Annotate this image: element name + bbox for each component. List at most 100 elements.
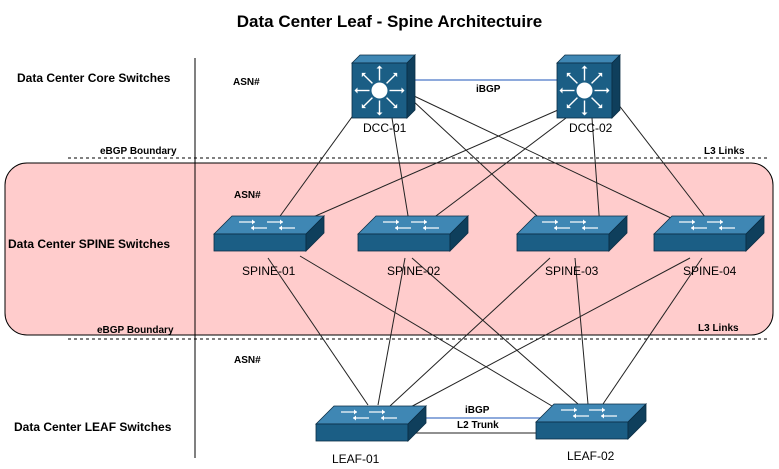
switch-arrowhead	[251, 225, 254, 231]
switch-front	[213, 233, 307, 252]
switch-arrowhead	[601, 413, 604, 419]
switch-icon[interactable]	[357, 215, 469, 252]
switch-arrowhead	[554, 225, 557, 231]
node-label-leaf-02: LEAF-02	[567, 449, 615, 463]
switch-side	[305, 215, 325, 252]
node-label-spine-03: SPINE-03	[545, 264, 599, 278]
core-hub	[576, 82, 593, 99]
leaf-ibgp-label: iBGP	[465, 405, 490, 416]
switch-arrowhead	[691, 225, 694, 231]
core-top	[556, 54, 621, 64]
upper-ebgp-boundary-label: eBGP Boundary	[100, 146, 177, 157]
link-spine03-leaf01	[389, 257, 551, 407]
core-spoke-arrowhead	[361, 103, 367, 109]
core-spoke-arrowhead	[597, 72, 603, 78]
core-spoke-arrowhead	[376, 65, 383, 69]
core-spoke-arrowhead	[354, 87, 358, 94]
core-spoke-arrowhead	[566, 103, 572, 109]
core-spoke-arrowhead	[392, 72, 398, 78]
core-spoke-arrowhead	[559, 87, 563, 94]
core-hub	[371, 82, 388, 99]
node-label-dcc-01: DCC-01	[363, 121, 407, 135]
lower-ebgp-boundary-label: eBGP Boundary	[97, 325, 174, 336]
asn-label-leaf: ASN#	[234, 355, 261, 366]
core-spoke-arrowhead	[361, 72, 367, 78]
switch-icon[interactable]	[516, 215, 628, 252]
core-spoke	[386, 97, 396, 107]
switch-icon[interactable]	[535, 403, 647, 440]
core-ibgp-label: iBGP	[476, 84, 501, 95]
core-spoke	[568, 97, 578, 107]
core-spoke-arrowhead	[597, 103, 603, 109]
switch-arrowhead	[720, 219, 723, 225]
switch-arrowhead	[396, 219, 399, 225]
switch-top	[357, 215, 469, 235]
core-spoke	[386, 74, 396, 84]
link-dcc02-spine04	[617, 103, 713, 227]
core-spoke	[568, 74, 578, 84]
switch-icon[interactable]	[213, 215, 325, 252]
core-spine-links	[269, 95, 713, 231]
node-label-spine-01: SPINE-01	[242, 264, 296, 278]
diagram-title: Data Center Leaf - Spine Architectuire	[236, 12, 543, 31]
link-dcc02-spine03	[591, 117, 601, 229]
link-spine01-leaf01	[267, 257, 369, 406]
lower-l3-links-label: L3 Links	[698, 323, 739, 334]
link-spine04-leaf01	[404, 257, 691, 411]
node-label-spine-04: SPINE-04	[683, 264, 737, 278]
switch-arrowhead	[252, 219, 255, 225]
link-dcc01-spine03	[411, 99, 551, 229]
switch-arrowhead	[719, 225, 722, 231]
core-top	[351, 54, 416, 64]
switch-arrowhead	[382, 409, 385, 415]
switch-top	[516, 215, 628, 235]
core-spoke-arrowhead	[581, 112, 588, 116]
switch-side	[627, 403, 647, 440]
switch-arrowhead	[602, 407, 605, 413]
node-label-dcc-02: DCC-02	[569, 121, 613, 135]
switch-top	[653, 215, 765, 235]
tier-label-leaf: Data Center LEAF Switches	[14, 420, 172, 434]
tier-label-spine: Data Center SPINE Switches	[8, 237, 171, 251]
switch-arrowhead	[280, 219, 283, 225]
core-spoke	[591, 74, 601, 84]
switch-arrowhead	[573, 413, 576, 419]
switch-front	[535, 421, 629, 440]
switch-arrowhead	[583, 219, 586, 225]
node-label-spine-02: SPINE-02	[387, 264, 441, 278]
switch-arrowhead	[279, 225, 282, 231]
core-spoke-arrowhead	[566, 72, 572, 78]
switch-arrowhead	[423, 225, 426, 231]
link-spine02-leaf01	[377, 257, 406, 406]
core-spoke	[363, 74, 373, 84]
switch-top	[315, 405, 427, 425]
tier-label-core: Data Center Core Switches	[17, 71, 171, 85]
link-dcc02-spine02	[419, 117, 567, 229]
switch-arrowhead	[395, 225, 398, 231]
core-switch-icon[interactable]	[556, 54, 621, 119]
core-side	[406, 54, 416, 119]
link-spine02-leaf02	[411, 257, 579, 405]
switch-front	[516, 233, 610, 252]
spine-leaf-links	[267, 255, 703, 413]
switch-front	[357, 233, 451, 252]
switch-icon[interactable]	[315, 405, 427, 442]
switch-arrowhead	[381, 415, 384, 421]
core-spoke	[591, 97, 601, 107]
asn-label-core: ASN#	[233, 77, 260, 88]
switch-front	[653, 233, 747, 252]
link-dcc02-spine01	[287, 109, 559, 229]
switch-arrowhead	[353, 415, 356, 421]
switch-icon[interactable]	[653, 215, 765, 252]
upper-l3-links-label: L3 Links	[704, 146, 745, 157]
node-label-leaf-01: LEAF-01	[332, 452, 380, 466]
leaf-trunk-label: L2 Trunk	[457, 420, 499, 431]
switch-top	[213, 215, 325, 235]
asn-label-spine: ASN#	[234, 190, 261, 201]
link-dcc01-spine02	[391, 117, 411, 229]
switch-side	[608, 215, 628, 252]
core-switch-icon[interactable]	[351, 54, 416, 119]
switch-arrowhead	[582, 225, 585, 231]
switch-side	[407, 405, 427, 442]
